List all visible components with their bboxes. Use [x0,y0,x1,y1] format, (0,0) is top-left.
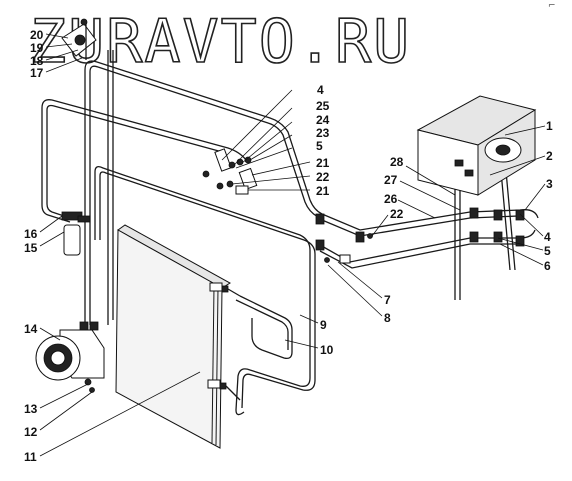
label-14: 14 [24,322,38,336]
label-5-right: 5 [544,244,551,258]
hose-27 [319,229,536,269]
evaporator-unit [416,95,537,196]
label-13: 13 [24,402,38,416]
label-4-top: 4 [317,83,324,97]
label-19: 19 [30,41,44,55]
pipe-10 [235,295,293,360]
condenser-panel [115,224,231,449]
label-24: 24 [316,113,330,127]
label-6: 6 [544,259,551,273]
label-21-bottom: 21 [316,184,330,198]
label-5-top: 5 [316,139,323,153]
label-3: 3 [546,177,553,191]
left-pipe-loop [41,99,247,223]
condenser-lower-fitting [207,379,241,401]
hose-fittings [315,207,525,264]
compressor [35,321,105,393]
label-20: 20 [30,28,44,42]
label-21-top: 21 [316,156,330,170]
receiver-dryer [61,211,91,256]
label-4-right: 4 [544,230,551,244]
label-12: 12 [24,425,38,439]
part-labels: 1 2 3 4 5 6 28 27 26 22 7 8 9 10 4 25 24… [24,28,553,464]
pipe-9 [94,166,316,416]
condenser-upper-fitting [209,282,241,297]
label-25: 25 [316,99,330,113]
hardware-cluster [202,148,258,195]
leader-lines [39,33,546,457]
label-10: 10 [320,343,334,357]
label-16: 16 [24,227,38,241]
label-27: 27 [384,173,398,187]
upper-pipe [84,50,323,325]
label-28: 28 [390,155,404,169]
label-7: 7 [384,293,391,307]
label-17: 17 [30,66,44,80]
label-15: 15 [24,241,38,255]
label-11: 11 [24,450,37,464]
label-22-right: 22 [390,207,404,221]
top-bracket [61,18,97,60]
label-23: 23 [316,126,330,140]
label-2: 2 [546,149,553,163]
label-1: 1 [546,119,553,133]
watermark-text: ZURAVTO.RU [30,7,411,77]
label-8: 8 [384,311,391,325]
corner-mark: ⌐ [548,1,556,11]
label-9: 9 [320,318,327,332]
label-26: 26 [384,192,398,206]
label-22-top: 22 [316,170,330,184]
label-18: 18 [30,54,44,68]
